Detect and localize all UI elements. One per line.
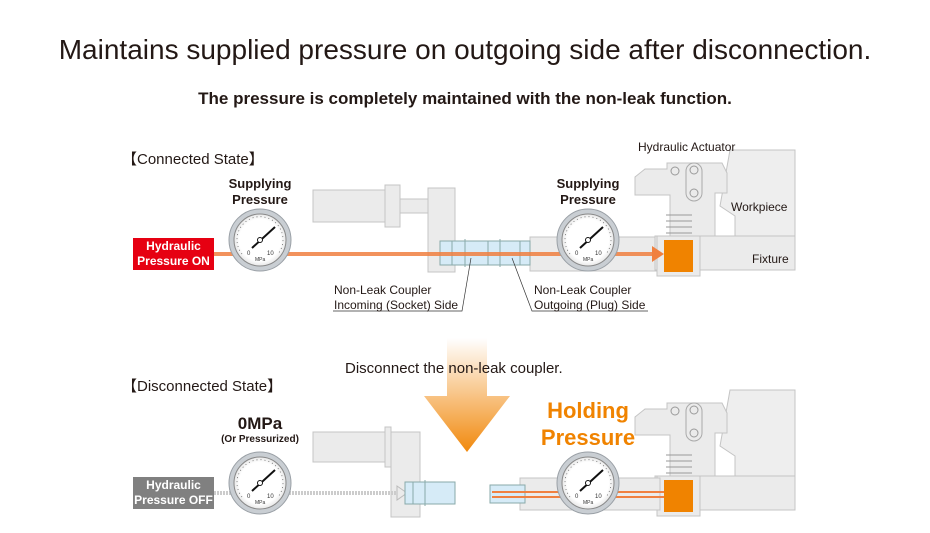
gauge-icon: [556, 208, 620, 272]
plug-coupler: [489, 484, 526, 504]
page-subtitle: The pressure is completely maintained wi…: [198, 89, 732, 108]
actuator-label: Hydraulic Actuator: [638, 140, 736, 154]
transition-label: Disconnect the non-leak coupler.: [345, 360, 563, 377]
socket-coupler: [404, 481, 456, 505]
zero-mpa-label: 0MPa: [237, 414, 283, 433]
gauge-icon: [228, 451, 292, 515]
gauge-icon: [228, 208, 292, 272]
socket-leader-line: [333, 257, 472, 312]
or-pressurized-note: (Or Pressurized): [221, 434, 299, 445]
page-title: Maintains supplied pressure on outgoing …: [58, 34, 872, 65]
disconnected-cylinder: [312, 426, 421, 518]
down-arrow-icon: [424, 338, 510, 452]
fixture-label: Fixture: [752, 252, 789, 266]
workpiece-label: Workpiece: [731, 200, 788, 214]
connected-cylinder: [312, 184, 456, 273]
disconnected-heading: 【Disconnected State】: [122, 378, 283, 395]
gauge-icon: [556, 451, 620, 515]
plug-leader-line: [511, 257, 648, 312]
connected-heading: 【Connected State】: [122, 151, 264, 168]
flow-arrow-icon: [652, 246, 664, 262]
